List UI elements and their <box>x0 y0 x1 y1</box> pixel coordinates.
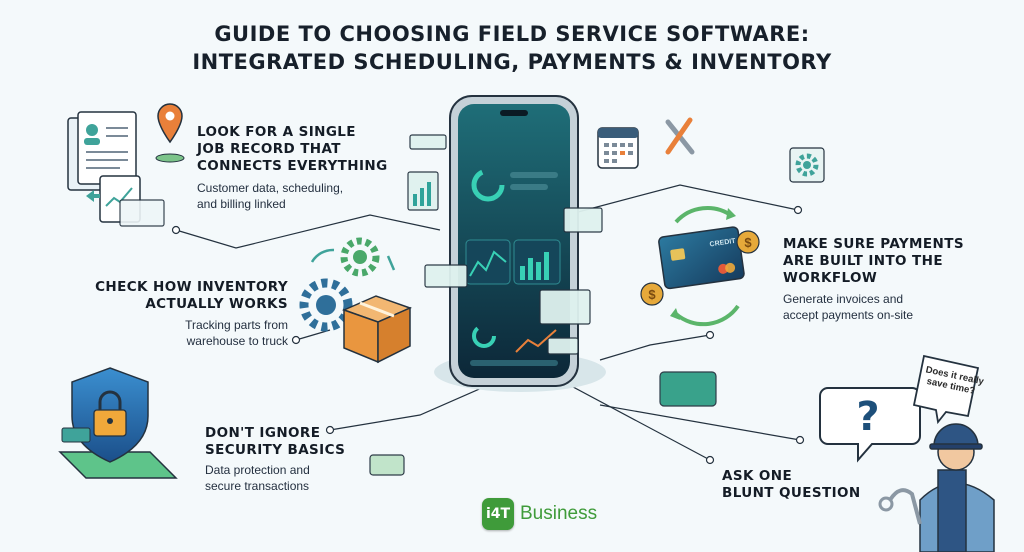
job-record-description: Customer data, scheduling, and billing l… <box>197 180 343 212</box>
connector-dot <box>325 425 335 435</box>
chart-document-icon <box>86 175 165 227</box>
description-line: Generate invoices and <box>783 292 904 306</box>
description-line: Data protection and <box>205 463 310 477</box>
logo-text: Business <box>520 503 598 524</box>
heading-line: DON'T IGNORE <box>205 425 321 441</box>
heading-line: ASK ONE <box>722 468 793 484</box>
heading-line: MAKE SURE PAYMENTS <box>783 236 964 252</box>
heading-line: SECURITY BASICS <box>205 442 346 458</box>
logo-mark: i4T <box>482 498 514 530</box>
description-line: accept payments on-site <box>783 308 914 322</box>
connector-dot <box>291 335 301 345</box>
description-line: Tracking parts from <box>185 318 288 332</box>
job-record-heading: LOOK FOR A SINGLE JOB RECORD THAT CONNEC… <box>197 124 388 175</box>
page-title-line-1: GUIDE TO CHOOSING FIELD SERVICE SOFTWARE… <box>214 22 810 46</box>
description-line: and billing linked <box>197 197 286 211</box>
gear-icon <box>789 147 825 183</box>
connector-line <box>175 214 441 249</box>
heading-line: JOB RECORD THAT <box>197 141 341 157</box>
credit-card-icon: CREDIT <box>658 205 745 327</box>
svg-text:$: $ <box>648 287 656 302</box>
connector-dot <box>705 455 715 465</box>
description-line: Customer data, scheduling, <box>197 181 344 195</box>
description-line: secure transactions <box>205 479 310 493</box>
heading-line: ARE BUILT INTO THE <box>783 253 943 269</box>
heading-line: BLUNT QUESTION <box>722 485 861 501</box>
tools-icon <box>665 117 695 155</box>
heading-line: LOOK FOR A SINGLE <box>197 124 356 140</box>
card-label: CREDIT <box>709 238 736 249</box>
connector-line <box>599 404 801 441</box>
heading-line: ACTUALLY WORKS <box>145 296 288 312</box>
security-heading: DON'T IGNORE SECURITY BASICS <box>205 425 345 459</box>
box-icon <box>341 295 413 364</box>
connector-line <box>559 379 711 461</box>
heading-line: CHECK HOW INVENTORY <box>95 279 288 295</box>
svg-text:?: ? <box>856 394 879 440</box>
question-bubble-icon: ? <box>819 354 980 463</box>
calendar-icon <box>597 127 639 169</box>
gear-icon <box>299 237 396 332</box>
phone-illustration <box>434 95 606 392</box>
map-pin-icon <box>155 103 185 163</box>
coin-icon: $ $ <box>640 230 760 306</box>
payments-description: Generate invoices and accept payments on… <box>783 291 913 323</box>
payments-heading: MAKE SURE PAYMENTS ARE BUILT INTO THE WO… <box>783 236 964 287</box>
floating-panels <box>369 134 717 476</box>
question-heading: ASK ONE BLUNT QUESTION <box>722 468 861 502</box>
connector-dot <box>795 435 805 445</box>
document-icon <box>67 111 137 191</box>
svg-text:$: $ <box>744 235 752 250</box>
connector-dot <box>171 225 181 235</box>
connector-line <box>599 334 711 361</box>
technician-icon <box>878 423 995 552</box>
connector-line <box>329 379 501 431</box>
shield-lock-icon <box>58 367 178 479</box>
page-title-line-2: INTEGRATED SCHEDULING, PAYMENTS & INVENT… <box>192 50 832 74</box>
connector-line <box>577 184 799 213</box>
connector-dot <box>705 330 715 340</box>
description-line: warehouse to truck <box>186 334 288 348</box>
inventory-description: Tracking parts from warehouse to truck <box>60 317 288 349</box>
heading-line: CONNECTS EVERYTHING <box>197 158 388 174</box>
connector-lines <box>175 184 801 461</box>
inventory-heading: CHECK HOW INVENTORY ACTUALLY WORKS <box>60 279 288 313</box>
heading-line: WORKFLOW <box>783 270 878 286</box>
connector-line <box>295 329 331 341</box>
security-description: Data protection and secure transactions <box>205 462 310 494</box>
connector-dot <box>793 205 803 215</box>
